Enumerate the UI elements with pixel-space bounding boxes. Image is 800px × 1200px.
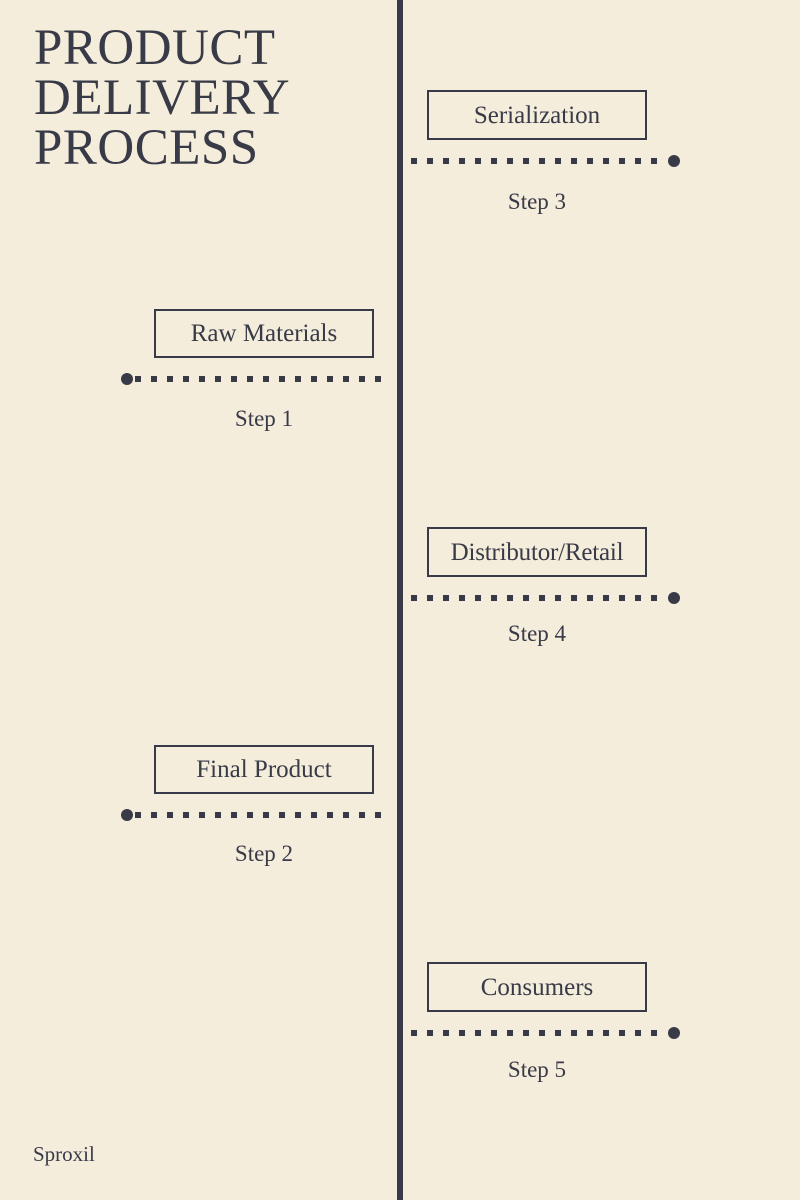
step-caption-step-1: Step 1: [234, 406, 294, 431]
step-caption-step-5: Step 5: [507, 1057, 567, 1082]
step-caption-step-2: Step 2: [234, 841, 294, 866]
dotted-segment: [135, 376, 390, 382]
step-caption-step-3: Step 3: [507, 189, 567, 214]
footer-brand: Sproxil: [33, 1142, 95, 1166]
connector-endpoint-dot: [668, 155, 680, 167]
step-box-raw-materials[interactable]: Raw Materials: [154, 309, 374, 358]
connector-line-step-2: [121, 809, 390, 821]
step-box-label: Final Product: [196, 756, 332, 783]
step-box-consumers[interactable]: Consumers: [427, 962, 647, 1012]
connector-endpoint-dot: [668, 592, 680, 604]
step-box-final-product[interactable]: Final Product: [154, 745, 374, 794]
step-box-label: Serialization: [473, 101, 601, 129]
dotted-segment: [411, 158, 666, 164]
step-box-label: Consumers: [480, 973, 594, 1001]
step-box-serialization[interactable]: Serialization: [427, 90, 647, 140]
step-box-label: Distributor/Retail: [450, 538, 624, 566]
center-vertical-divider: [397, 0, 403, 1200]
step-box-distributor-retail[interactable]: Distributor/Retail: [427, 527, 647, 577]
connector-line-step-3: [411, 155, 680, 167]
step-caption-step-4: Step 4: [507, 621, 567, 646]
connector-line-step-5: [411, 1027, 680, 1039]
step-box-label: Raw Materials: [190, 320, 338, 347]
dotted-segment: [135, 812, 390, 818]
connector-line-step-1: [121, 373, 390, 385]
connector-endpoint-dot: [668, 1027, 680, 1039]
page-title: PRODUCT DELIVERY PROCESS: [34, 20, 291, 176]
dotted-segment: [411, 1030, 666, 1036]
connector-endpoint-dot: [121, 809, 133, 821]
dotted-segment: [411, 595, 666, 601]
connector-endpoint-dot: [121, 373, 133, 385]
connector-line-step-4: [411, 592, 680, 604]
